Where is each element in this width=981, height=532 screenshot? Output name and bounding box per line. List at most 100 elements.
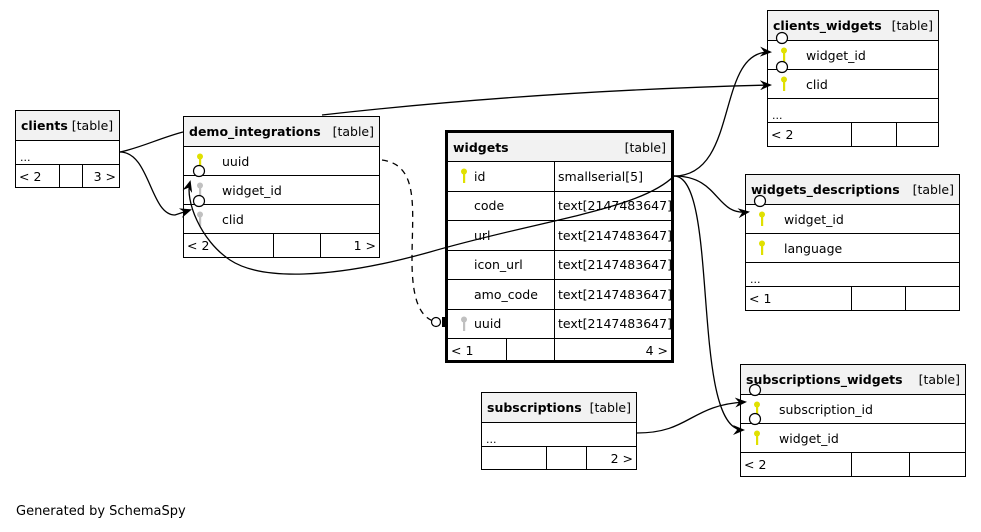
parents-count[interactable]: < 2 bbox=[187, 238, 210, 253]
column-name: subscription_id bbox=[779, 401, 873, 417]
parents-count[interactable]: < 1 bbox=[451, 343, 474, 358]
relationship-line bbox=[119, 131, 184, 153]
cardinality-circle bbox=[430, 316, 442, 328]
children-count[interactable]: 2 > bbox=[586, 447, 636, 469]
column-row[interactable]: icon_url text[2147483647] bbox=[448, 250, 672, 280]
more-columns: ... bbox=[16, 141, 119, 165]
children-count[interactable]: 3 > bbox=[82, 165, 119, 187]
column-row[interactable]: code text[2147483647] bbox=[448, 191, 672, 221]
children-count[interactable]: 4 > bbox=[554, 339, 671, 362]
table-kind: [table] bbox=[912, 182, 954, 197]
footer-spacer bbox=[851, 287, 905, 310]
parents-count[interactable] bbox=[482, 447, 546, 469]
column-name: icon_url bbox=[474, 257, 523, 273]
column-row[interactable]: url text[2147483647] bbox=[448, 221, 672, 251]
relationship-line bbox=[673, 46, 772, 177]
column-name: widget_id bbox=[784, 211, 844, 227]
table-header: widgets [table] bbox=[448, 133, 671, 162]
column-row[interactable]: clid bbox=[184, 205, 379, 234]
table-widgets-descriptions[interactable]: widgets_descriptions [table] widget_id l… bbox=[745, 174, 960, 311]
column-row[interactable]: widget_id bbox=[746, 205, 959, 234]
column-type: text[2147483647] bbox=[554, 250, 672, 279]
column-type: text[2147483647] bbox=[554, 309, 672, 338]
table-footer: 2 > bbox=[482, 447, 636, 469]
table-header: demo_integrations [table] bbox=[184, 117, 379, 147]
parents-count[interactable]: < 1 bbox=[749, 291, 772, 306]
table-subscriptions[interactable]: subscriptions [table] ... 2 > bbox=[481, 392, 637, 470]
primary-key-icon bbox=[197, 153, 203, 168]
table-header: clients_widgets [table] bbox=[768, 11, 938, 41]
footer-spacer bbox=[851, 453, 909, 476]
column-row[interactable]: uuid text[2147483647] bbox=[448, 309, 672, 339]
column-type: text[2147483647] bbox=[554, 221, 672, 250]
primary-key-icon bbox=[754, 430, 760, 445]
footer-spacer bbox=[546, 447, 586, 469]
relationship-line bbox=[673, 175, 745, 435]
foreign-key-icon bbox=[197, 182, 203, 197]
column-name: language bbox=[784, 240, 843, 256]
column-type: text[2147483647] bbox=[554, 191, 672, 220]
foreign-key-icon bbox=[197, 211, 203, 226]
column-type: text[2147483647] bbox=[554, 280, 672, 309]
table-widgets[interactable]: widgets [table] id smallserial[5] code t… bbox=[445, 130, 674, 363]
column-row[interactable]: widget_id bbox=[741, 424, 965, 453]
column-row[interactable]: widget_id bbox=[184, 176, 379, 205]
children-count[interactable] bbox=[896, 123, 938, 146]
relationship-line bbox=[673, 175, 750, 219]
foreign-key-icon bbox=[461, 316, 467, 331]
implied-relationship-line bbox=[381, 159, 437, 323]
primary-key-icon bbox=[759, 240, 765, 255]
footer-spacer bbox=[506, 339, 554, 362]
column-row[interactable]: id smallserial[5] bbox=[448, 162, 671, 192]
table-clients[interactable]: clients [table] ... < 2 3 > bbox=[15, 110, 120, 188]
column-row[interactable]: clid bbox=[768, 70, 938, 99]
table-name: demo_integrations bbox=[189, 124, 321, 139]
relationship-line bbox=[321, 80, 772, 116]
column-row[interactable]: widget_id bbox=[768, 41, 938, 70]
table-clients-widgets[interactable]: clients_widgets [table] widget_id clid .… bbox=[767, 10, 939, 147]
table-footer: < 2 bbox=[768, 123, 938, 146]
column-name: widget_id bbox=[806, 47, 866, 63]
table-header: subscriptions [table] bbox=[482, 393, 636, 423]
relationship-line bbox=[119, 151, 192, 218]
table-kind: [table] bbox=[891, 18, 933, 33]
table-demo-integrations[interactable]: demo_integrations [table] uuid widget_id… bbox=[183, 116, 380, 258]
table-footer: < 2 1 > bbox=[184, 234, 379, 257]
footer-spacer bbox=[273, 234, 320, 257]
column-row[interactable]: subscription_id bbox=[741, 395, 965, 424]
table-name: clients_widgets bbox=[773, 18, 882, 33]
table-kind: [table] bbox=[918, 372, 960, 387]
table-footer: < 1 4 > bbox=[448, 339, 671, 362]
table-header: subscriptions_widgets [table] bbox=[741, 365, 965, 395]
parents-count[interactable]: < 2 bbox=[744, 457, 767, 472]
children-count[interactable]: 1 > bbox=[320, 234, 379, 257]
table-footer: < 2 bbox=[741, 453, 965, 476]
table-footer: < 1 bbox=[746, 287, 959, 310]
primary-key-icon bbox=[781, 47, 787, 62]
column-row[interactable]: language bbox=[746, 234, 959, 263]
parents-count[interactable]: < 2 bbox=[771, 127, 794, 142]
column-name: amo_code bbox=[474, 286, 538, 302]
column-row[interactable]: amo_code text[2147483647] bbox=[448, 280, 672, 310]
relationship-line bbox=[636, 397, 747, 434]
table-name: widgets bbox=[453, 139, 509, 155]
table-kind: [table] bbox=[332, 124, 374, 139]
table-name: clients bbox=[21, 118, 68, 133]
column-row[interactable]: uuid bbox=[184, 147, 379, 176]
column-name: widget_id bbox=[779, 430, 839, 446]
children-count[interactable] bbox=[905, 287, 959, 310]
generated-by-footer: Generated by SchemaSpy bbox=[16, 504, 186, 519]
table-footer: < 2 3 > bbox=[16, 165, 119, 187]
column-name: clid bbox=[806, 76, 828, 92]
parents-count[interactable]: < 2 bbox=[19, 168, 42, 184]
table-subscriptions-widgets[interactable]: subscriptions_widgets [table] subscripti… bbox=[740, 364, 966, 477]
children-count[interactable] bbox=[909, 453, 965, 476]
column-type: smallserial[5] bbox=[554, 162, 643, 191]
footer-spacer bbox=[59, 165, 82, 187]
table-kind: [table] bbox=[589, 400, 631, 415]
column-name: widget_id bbox=[222, 182, 282, 198]
table-name: subscriptions_widgets bbox=[746, 372, 903, 387]
column-name: url bbox=[474, 227, 491, 243]
more-columns: ... bbox=[768, 99, 938, 123]
column-name: uuid bbox=[474, 316, 502, 332]
